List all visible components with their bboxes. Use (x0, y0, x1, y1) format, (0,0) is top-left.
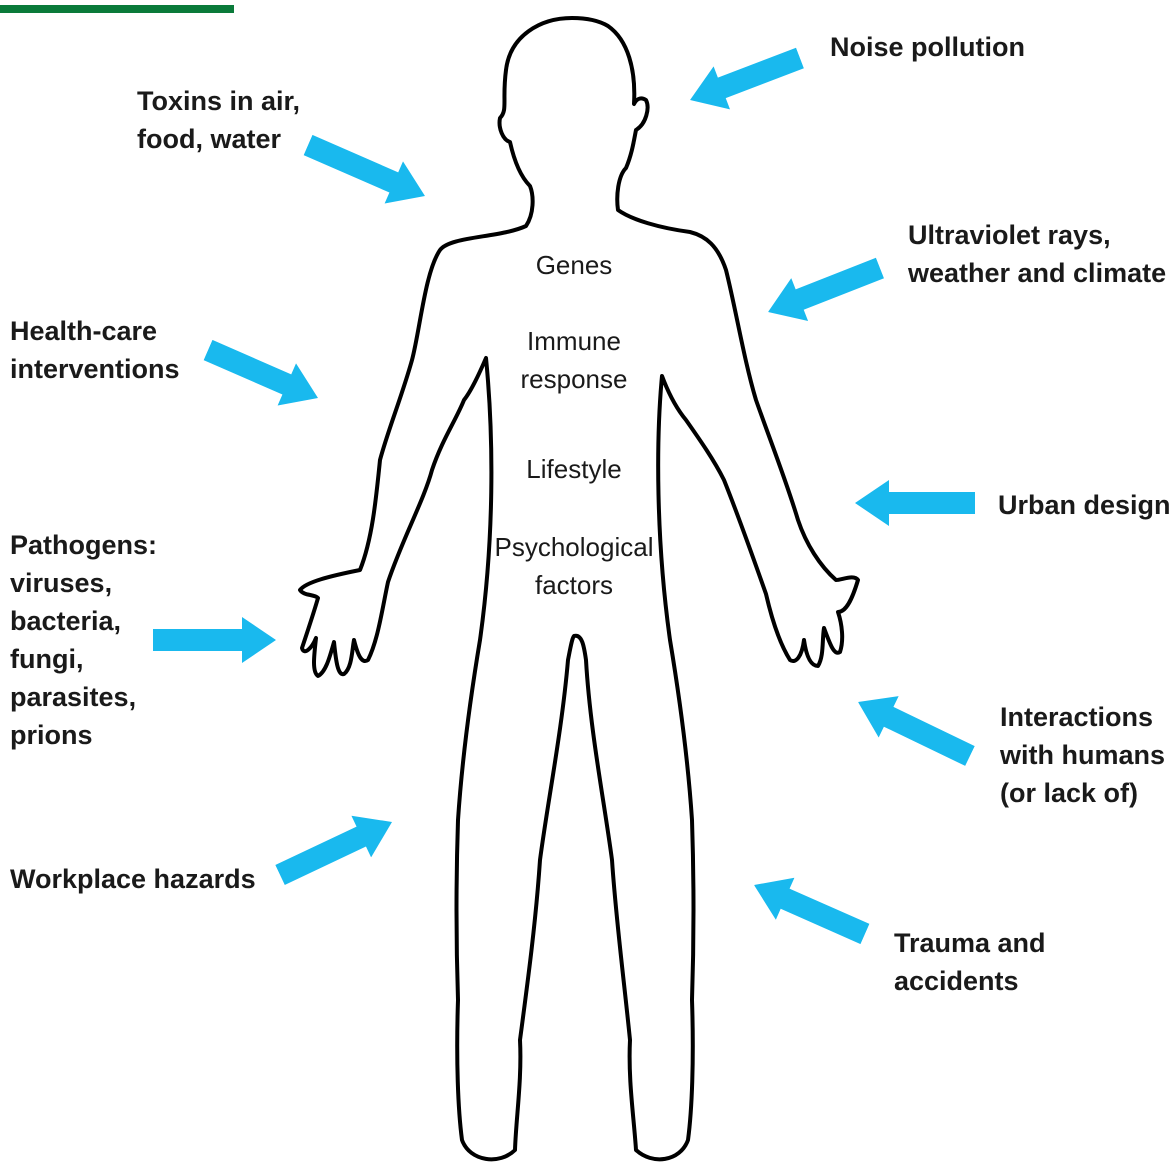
arrow-pathogens (153, 617, 276, 663)
internal-genes-label: Genes (474, 246, 674, 284)
internal-lifestyle-label: Lifestyle (474, 450, 674, 488)
factor-trauma-label: Trauma and accidents (894, 924, 1176, 1000)
internal-immune-response-label: Immune response (474, 322, 674, 398)
factor-urban-design-label: Urban design (998, 486, 1171, 524)
factor-noise-pollution-label: Noise pollution (830, 28, 1025, 66)
factor-health-care-label: Health-care interventions (10, 312, 180, 388)
factor-ultraviolet-label: Ultraviolet rays, weather and climate (908, 216, 1166, 292)
arrow-pathogens-shape (153, 617, 276, 663)
factor-pathogens-label: Pathogens: viruses, bacteria, fungi, par… (10, 526, 157, 754)
arrow-urban-design (855, 480, 975, 526)
factor-toxins-label: Toxins in air, food, water (137, 82, 300, 158)
arrow-urban-design-shape (855, 480, 975, 526)
internal-psychological-factors-label: Psychological factors (474, 528, 674, 604)
factor-interactions-label: Interactions with humans (or lack of) (1000, 698, 1165, 812)
factor-workplace-hazards-label: Workplace hazards (10, 860, 256, 898)
